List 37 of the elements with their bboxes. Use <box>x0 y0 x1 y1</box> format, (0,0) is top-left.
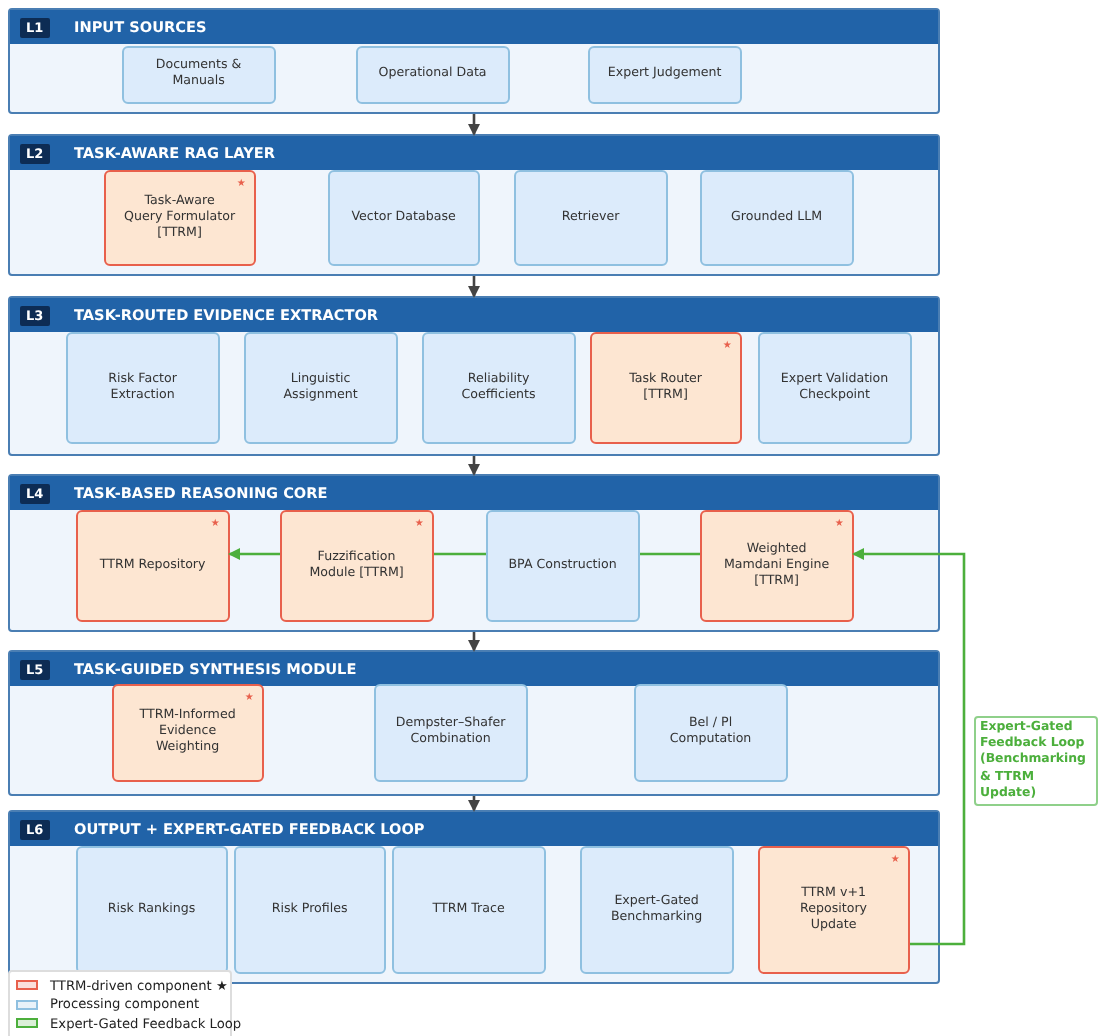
processing-component-box <box>121 45 276 104</box>
processing-component-box <box>485 509 640 622</box>
processing-component-box <box>327 169 480 266</box>
connector-arrow <box>468 276 480 298</box>
ttrm-component-box <box>757 845 910 974</box>
ttrm-component-box <box>75 509 230 622</box>
ttrm-component-box <box>279 509 434 622</box>
processing-component-box <box>65 331 220 444</box>
layer-panel <box>8 134 940 276</box>
connector-arrow <box>468 456 480 476</box>
processing-component-box <box>373 683 528 782</box>
processing-component-box <box>391 845 546 974</box>
connector-arrow <box>468 796 480 812</box>
ttrm-component-box <box>111 683 264 782</box>
processing-component-box <box>587 45 742 104</box>
processing-component-box <box>699 169 854 266</box>
processing-component-box <box>75 845 228 974</box>
layer-panel <box>8 810 940 984</box>
processing-component-box <box>513 169 668 266</box>
ttrm-component-box <box>699 509 854 622</box>
connector-arrow <box>228 548 280 560</box>
processing-component-box <box>421 331 576 444</box>
processing-component-box <box>355 45 510 104</box>
connector-arrow <box>468 632 480 652</box>
layer-panel <box>8 474 940 632</box>
processing-component-box <box>579 845 734 974</box>
layer-panel <box>8 296 940 456</box>
ttrm-component-box <box>589 331 742 444</box>
processing-component-box <box>233 845 386 974</box>
connector-arrow <box>468 114 480 136</box>
processing-component-box <box>633 683 788 782</box>
layer-panel <box>8 8 940 114</box>
processing-component-box <box>243 331 398 444</box>
layer-panel <box>8 650 940 796</box>
processing-component-box <box>757 331 912 444</box>
ttrm-component-box <box>103 169 256 266</box>
connector-arrow <box>852 548 966 946</box>
